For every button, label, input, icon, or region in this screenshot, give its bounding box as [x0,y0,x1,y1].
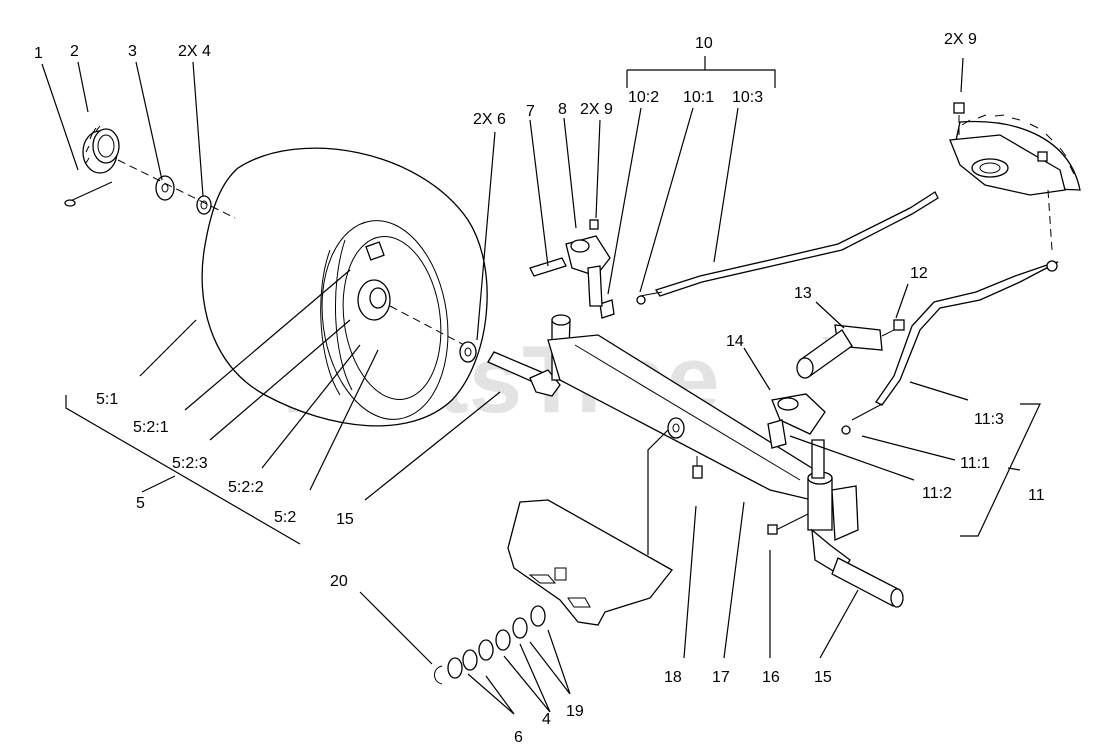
washer-6 [459,341,477,363]
callout-10: 10 [695,35,713,52]
callout-19: 19 [566,703,584,720]
axle-cover-plate [507,499,673,626]
wheel-tire [201,147,488,427]
wheel-hub [357,241,391,321]
callout-2x4: 2X 4 [178,43,211,60]
callout-2x6: 2X 6 [473,111,506,128]
callout-8: 8 [558,101,567,118]
callout-13: 13 [794,285,812,302]
steering-arm-14 [767,393,826,449]
hub-cap [82,125,120,174]
callout-2x9-b: 2X 9 [944,31,977,48]
callout-10-3: 10:3 [732,89,763,106]
callout-2: 2 [70,43,79,60]
callout-12: 12 [910,265,928,282]
washer-stack [434,605,546,685]
grease-fitting [692,456,703,479]
callout-5-2: 5:2 [274,509,296,526]
callout-4: 4 [542,711,551,728]
leader-lines [41,56,1041,715]
callout-10-1: 10:1 [683,89,714,106]
callout-16: 16 [762,669,780,686]
washer-4 [196,195,212,215]
callout-5-1: 5:1 [96,391,118,408]
tie-rod-10 [599,191,939,319]
steering-arm [529,219,611,307]
drag-link-11 [841,260,1059,435]
callout-5-2-3: 5:2:3 [172,455,208,472]
callout-2x9-a: 2X 9 [580,101,613,118]
callout-6: 6 [514,729,523,746]
callout-17: 17 [712,669,730,686]
callout-7: 7 [526,103,535,120]
callout-3: 3 [128,43,137,60]
callout-5: 5 [136,495,145,512]
callout-11-3: 11:3 [974,411,1004,428]
spindle-axle-right [807,439,904,608]
callout-18: 18 [664,669,682,686]
washer-3 [155,175,175,201]
washer-axle [667,417,685,439]
callout-20: 20 [330,573,348,590]
callout-15-b: 15 [814,669,832,686]
callout-1: 1 [34,45,43,62]
callout-11-2: 11:2 [922,485,952,502]
steering-sector-gear [949,102,1081,251]
callout-15-a: 15 [336,511,354,528]
callout-11: 11 [1028,487,1045,504]
callout-10-2: 10:2 [628,89,659,106]
callout-14: 14 [726,333,744,350]
cotter-pin [64,181,113,207]
pivot-bracket [796,319,905,379]
callout-labels: 1 2 3 2X 4 2X 6 7 8 2X 9 10 10:2 10:1 10… [34,31,1045,746]
callout-5-2-1: 5:2:1 [133,419,169,436]
callout-11-1: 11:1 [960,455,990,472]
bolt-16 [767,513,809,535]
callout-5-2-2: 5:2:2 [228,479,264,496]
